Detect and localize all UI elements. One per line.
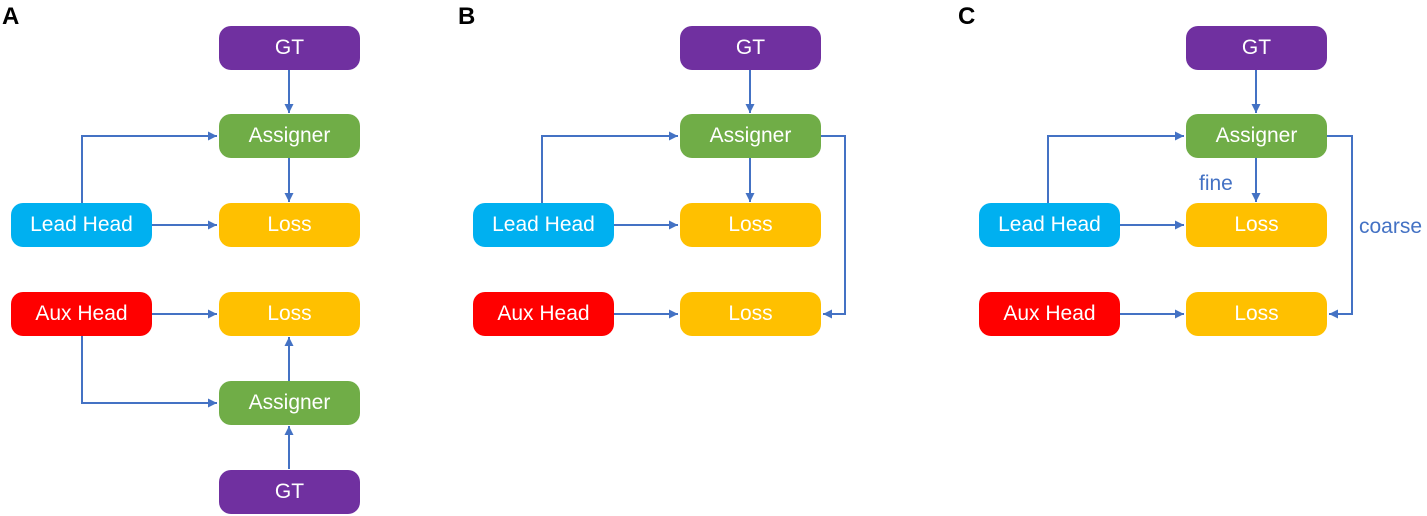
- panel-c-coarse-label: coarse: [1359, 215, 1423, 238]
- panel-b-loss-aux-node: Loss: [680, 292, 821, 336]
- panel-b-lead-head-node: Lead Head: [473, 203, 614, 247]
- edge-c-lead-to-assigner: [1047, 131, 1184, 203]
- edge-a-aux-to-assigner: [81, 336, 217, 408]
- panel-label-c: C: [958, 3, 976, 30]
- panel-label-a: A: [2, 3, 20, 30]
- panel-b-assigner-node: Assigner: [680, 114, 821, 158]
- panel-b-aux-head-node: Aux Head: [473, 292, 614, 336]
- panel-a-loss-aux-node: Loss: [219, 292, 360, 336]
- panel-b-loss-lead-node: Loss: [680, 203, 821, 247]
- panel-a-assigner-bottom-node: Assigner: [219, 381, 360, 425]
- panel-c-loss-aux-node: Loss: [1186, 292, 1327, 336]
- panel-c-gt-node: GT: [1186, 26, 1327, 70]
- panel-b-gt-node: GT: [680, 26, 821, 70]
- edge-b-assigner-to-loss-aux: [821, 135, 846, 319]
- panel-a-assigner-top-node: Assigner: [219, 114, 360, 158]
- panel-c-aux-head-node: Aux Head: [979, 292, 1120, 336]
- panel-c-lead-head-node: Lead Head: [979, 203, 1120, 247]
- edge-b-lead-to-assigner: [541, 131, 678, 203]
- panel-a-loss-lead-node: Loss: [219, 203, 360, 247]
- edge-c-assigner-to-loss-aux: [1327, 135, 1353, 319]
- panel-c-assigner-node: Assigner: [1186, 114, 1327, 158]
- panel-a-gt-top-node: GT: [219, 26, 360, 70]
- panel-a-gt-bottom-node: GT: [219, 470, 360, 514]
- panel-a-lead-head-node: Lead Head: [11, 203, 152, 247]
- panel-label-b: B: [458, 3, 476, 30]
- panel-c-fine-label: fine: [1199, 172, 1233, 195]
- edge-a-lead-to-assigner: [81, 131, 217, 203]
- panel-c-loss-lead-node: Loss: [1186, 203, 1327, 247]
- panel-a-aux-head-node: Aux Head: [11, 292, 152, 336]
